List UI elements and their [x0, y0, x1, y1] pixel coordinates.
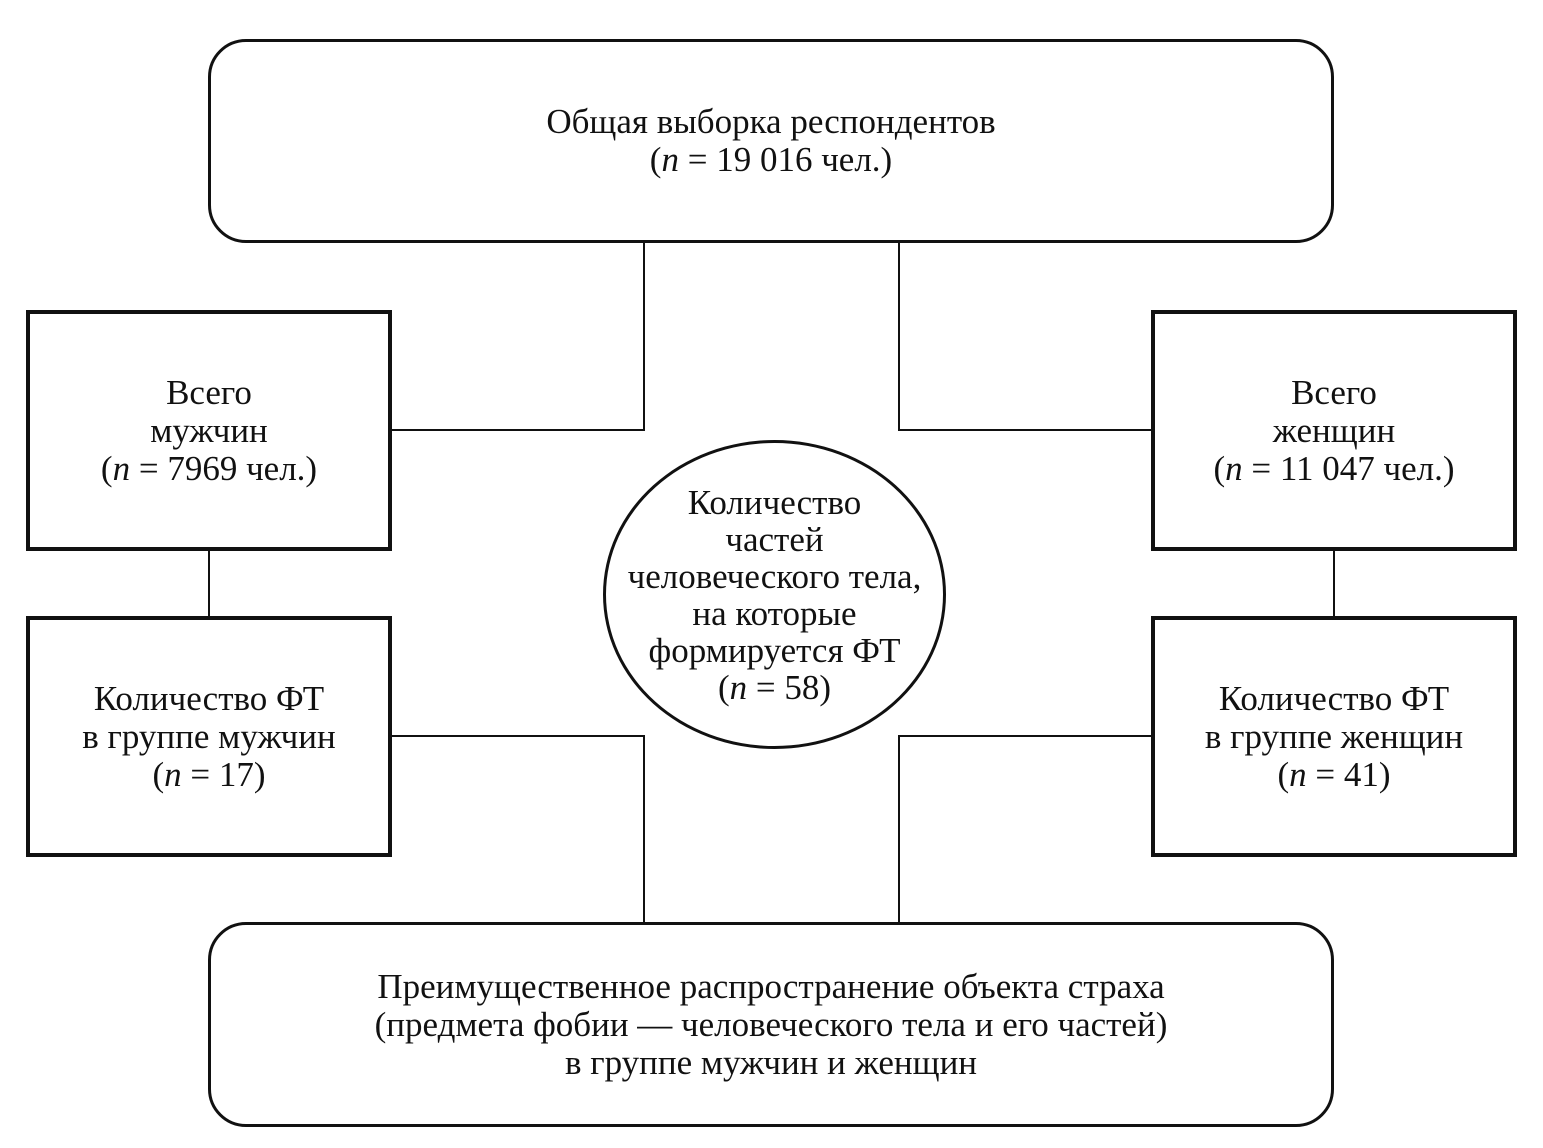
- prevalence-box: Преимущественное распространение объекта…: [208, 922, 1334, 1127]
- body-parts-circle: Количество частей человеческого тела, на…: [603, 440, 946, 749]
- circle-line4: на которые: [692, 593, 857, 633]
- circle-line3: человеческого тела,: [627, 556, 922, 596]
- total-sample-count: (n = 19 016 чел.): [649, 140, 893, 179]
- men-total-line2: мужчин: [150, 410, 268, 450]
- connector-women-ft-to-bottom: [898, 735, 1153, 923]
- men-total-box: Всего мужчин (n = 7969 чел.): [26, 310, 392, 551]
- connector-group: [208, 242, 1335, 923]
- men-ft-box: Количество ФТ в группе мужчин (n = 17): [26, 616, 392, 857]
- circle-line5: формируется ФТ: [648, 630, 901, 670]
- men-ft-count: (n = 17): [152, 754, 266, 794]
- circle-line2: частей: [725, 519, 824, 559]
- women-ft-count: (n = 41): [1277, 754, 1391, 794]
- men-total-line1: Всего: [166, 372, 252, 412]
- women-total-count: (n = 11 047 чел.): [1213, 448, 1455, 488]
- men-ft-line1: Количество ФТ: [93, 678, 325, 718]
- prevalence-line2: (предмета фобии — человеческого тела и е…: [374, 1004, 1168, 1044]
- women-ft-line2: в группе женщин: [1204, 716, 1464, 756]
- women-total-box: Всего женщин (n = 11 047 чел.): [1151, 310, 1517, 551]
- connector-top-to-women: [898, 242, 1153, 431]
- women-total-line2: женщин: [1272, 410, 1396, 450]
- connector-top-to-men: [390, 242, 645, 431]
- women-total-line1: Всего: [1291, 372, 1377, 412]
- women-ft-line1: Количество ФТ: [1218, 678, 1450, 718]
- women-ft-box: Количество ФТ в группе женщин (n = 41): [1151, 616, 1517, 857]
- men-ft-line2: в группе мужчин: [82, 716, 336, 756]
- total-sample-title: Общая выборка респондентов: [546, 102, 996, 141]
- men-total-count: (n = 7969 чел.): [100, 448, 318, 488]
- total-sample-box: Общая выборка респондентов (n = 19 016 ч…: [208, 39, 1334, 243]
- connector-men-ft-to-bottom: [390, 735, 645, 923]
- circle-count: (n = 58): [717, 667, 832, 707]
- prevalence-line1: Преимущественное распространение объекта…: [377, 966, 1165, 1006]
- circle-line1: Количество: [687, 482, 862, 522]
- prevalence-line3: в группе мужчин и женщин: [564, 1042, 978, 1082]
